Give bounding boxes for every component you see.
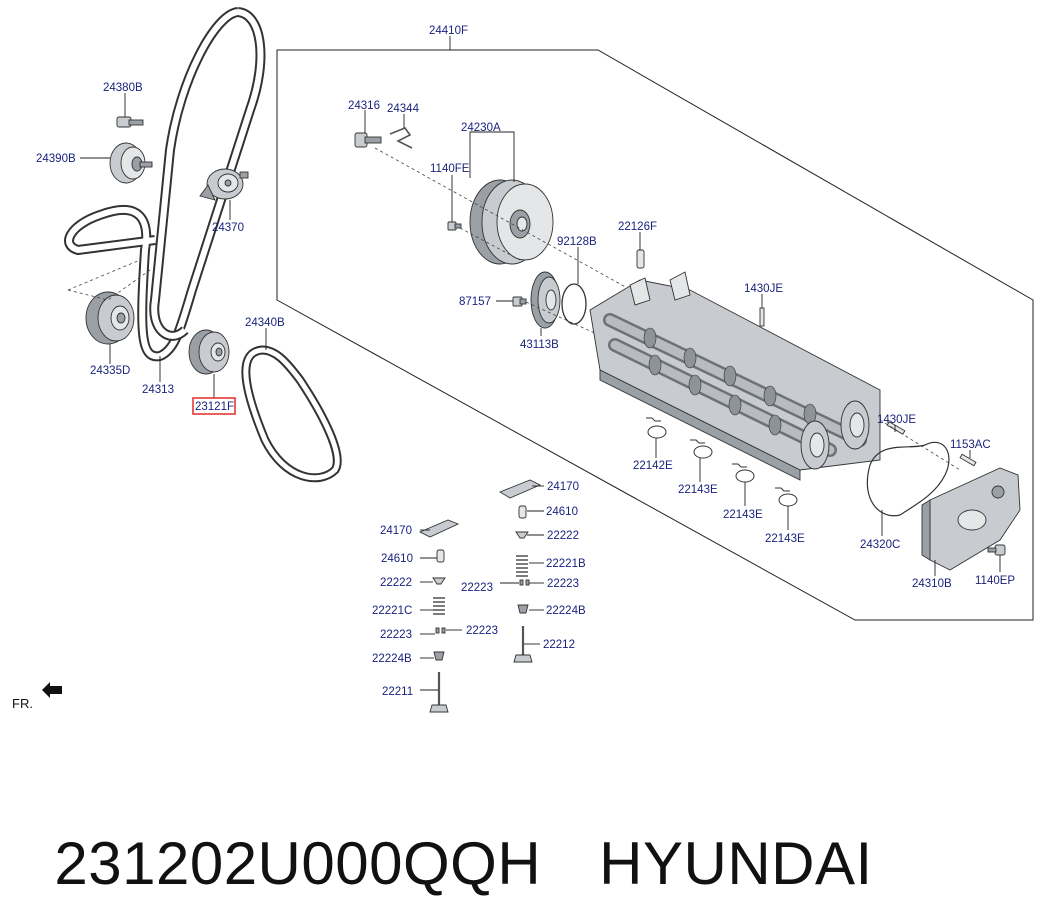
label-22224B[interactable]: 22224B	[546, 605, 586, 617]
dowel-pin	[636, 249, 645, 269]
label-22212[interactable]: 22212	[543, 639, 575, 651]
parts-diagram: 24410F 24380B 24390B 24370 24335D 24313 …	[12, 7, 1034, 713]
o-ring	[561, 283, 587, 325]
label-24320C[interactable]: 24320C	[860, 539, 900, 551]
label-22221C[interactable]: 22221C	[372, 605, 412, 617]
label-22223[interactable]: 22223	[380, 629, 412, 641]
label-22211[interactable]: 22211	[382, 686, 413, 698]
label-24610[interactable]: 24610	[546, 506, 578, 518]
label-23121F[interactable]: 23121F	[195, 401, 234, 413]
front-label: FR.	[12, 696, 33, 711]
label-22224B[interactable]: 22224B	[372, 653, 412, 665]
brand-name: HYUNDAI	[599, 830, 873, 897]
label-24380B[interactable]: 24380B	[103, 82, 143, 94]
label-24610[interactable]: 24610	[381, 553, 413, 565]
assembly-boundary	[276, 49, 1034, 621]
label-24344[interactable]: 24344	[387, 103, 420, 115]
camshaft-bolt	[354, 132, 382, 148]
cover-gasket	[866, 441, 950, 517]
label-24230A[interactable]: 24230A	[461, 122, 501, 134]
label-43113B[interactable]: 43113B	[520, 339, 559, 351]
camshaft-cover	[921, 467, 1021, 571]
label-24313[interactable]: 24313	[142, 384, 174, 396]
label-24390B[interactable]: 24390B	[36, 153, 76, 165]
label-22126F[interactable]: 22126F	[618, 221, 657, 233]
sprocket-bolt-small	[447, 221, 462, 231]
valve-train-right	[498, 479, 542, 663]
label-24340B[interactable]: 24340B	[245, 317, 285, 329]
label-22223[interactable]: 22223	[466, 625, 498, 637]
part-number: 231202U000QQH	[54, 830, 542, 897]
oil-pump-chain	[241, 345, 342, 483]
cylinder-head	[589, 271, 881, 481]
label-22221B[interactable]: 22221B	[546, 558, 586, 570]
label-24316[interactable]: 24316	[348, 100, 380, 112]
oil-pump-sprocket	[188, 329, 230, 375]
label-1430JE[interactable]: 1430JE	[744, 283, 783, 295]
label-22222[interactable]: 22222	[380, 577, 412, 589]
label-24370[interactable]: 24370	[212, 222, 244, 234]
retaining-clip	[389, 127, 413, 149]
label-24410F[interactable]: 24410F	[429, 25, 468, 37]
seal-plate	[530, 271, 561, 329]
label-24170[interactable]: 24170	[380, 525, 412, 537]
cam-sprocket	[469, 179, 554, 265]
label-22223[interactable]: 22223	[461, 582, 493, 594]
label-22143E[interactable]: 22143E	[765, 533, 805, 545]
idler-bolt	[116, 116, 144, 128]
label-24310B[interactable]: 24310B	[912, 578, 952, 590]
highlight-box	[192, 397, 236, 415]
label-1140FE[interactable]: 1140FE	[430, 163, 470, 175]
cover-bolt	[987, 544, 1006, 556]
label-22223[interactable]: 22223	[547, 578, 579, 590]
label-1140EP[interactable]: 1140EP	[975, 575, 1015, 587]
valve-train-left	[418, 519, 460, 713]
pin	[759, 307, 765, 327]
pin	[959, 453, 977, 467]
label-22142E[interactable]: 22142E	[633, 460, 673, 472]
label-24170[interactable]: 24170	[547, 481, 579, 493]
label-87157[interactable]: 87157	[459, 296, 491, 308]
timing-belt	[64, 7, 266, 362]
tensioner	[199, 168, 249, 201]
label-1430JE[interactable]: 1430JE	[877, 414, 916, 426]
label-22222[interactable]: 22222	[547, 530, 579, 542]
crank-sprocket	[85, 291, 135, 345]
label-24335D[interactable]: 24335D	[90, 365, 130, 377]
label-22143E[interactable]: 22143E	[723, 509, 763, 521]
label-1153AC[interactable]: 1153AC	[950, 439, 991, 451]
label-22143E[interactable]: 22143E	[678, 484, 718, 496]
label-92128B[interactable]: 92128B	[557, 236, 597, 248]
part-caption: 231202U000QQH HYUNDAI	[20, 760, 1060, 897]
idler-pulley	[109, 142, 153, 184]
plug	[512, 296, 527, 307]
front-arrow-icon	[42, 682, 62, 698]
